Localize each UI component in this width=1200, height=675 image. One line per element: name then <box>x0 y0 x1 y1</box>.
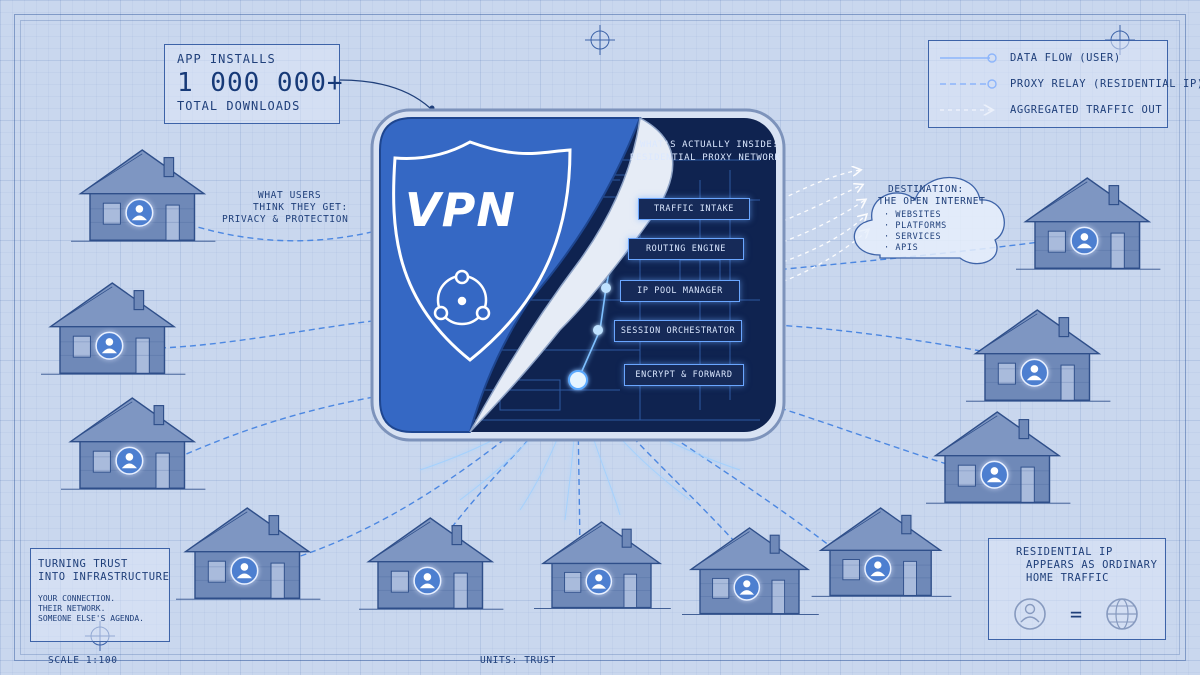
outbound-traffic <box>759 170 868 291</box>
destination-subtitle: THE OPEN INTERNET <box>878 196 986 207</box>
installs-value: 1 000 000+ <box>177 68 344 98</box>
outer-frame <box>14 14 1186 661</box>
residential-line3: HOME TRAFFIC <box>1026 572 1110 584</box>
stage-encrypt-forward: ENCRYPT & FORWARD <box>624 364 744 386</box>
residential-line2: APPEARS AS ORDINARY <box>1026 559 1158 571</box>
cloud-icon <box>853 177 1005 265</box>
destination-item-websites: · WEBSITES <box>884 210 942 220</box>
shield-icon <box>392 140 572 362</box>
inside-title-line1: WHAT'S ACTUALLY INSIDE: <box>640 140 779 150</box>
residential-box <box>988 538 1166 640</box>
installs-label: APP INSTALLS <box>177 52 276 66</box>
house-right-3 <box>926 412 1070 503</box>
inner-frame <box>20 20 1180 655</box>
house-bottom-1 <box>176 508 320 599</box>
house-left-2 <box>41 283 185 374</box>
installs-box <box>164 44 340 124</box>
trust-line3: SOMEONE ELSE'S AGENDA. <box>38 614 144 623</box>
equals-sign: = <box>1070 602 1083 626</box>
stage-ip-pool-manager: IP POOL MANAGER <box>620 280 740 302</box>
users-think-line1: WHAT USERS <box>258 190 322 201</box>
residential-line1: RESIDENTIAL IP <box>1016 546 1113 558</box>
trust-line1: YOUR CONNECTION. <box>38 594 116 603</box>
trust-line2: THEIR NETWORK. <box>38 604 106 613</box>
trust-title-line1: TURNING TRUST <box>38 558 128 570</box>
destination-item-services: · SERVICES <box>884 232 942 242</box>
house-bottom-5 <box>812 508 952 596</box>
stage-routing-engine: ROUTING ENGINE <box>628 238 744 260</box>
house-right-1 <box>1016 178 1160 269</box>
users-think-line3: PRIVACY & PROTECTION <box>222 214 349 225</box>
stage-traffic-intake: TRAFFIC INTAKE <box>638 198 750 220</box>
legend-aggregated: AGGREGATED TRAFFIC OUT <box>1010 104 1163 116</box>
house-left-3 <box>61 398 205 489</box>
vpn-cover <box>379 117 642 433</box>
installs-sub: TOTAL DOWNLOADS <box>177 99 301 113</box>
house-bottom-2 <box>359 518 503 609</box>
house-left-1 <box>71 150 215 241</box>
house-bottom-3 <box>534 522 671 608</box>
trust-box <box>30 548 170 642</box>
house-bottom-4 <box>682 528 819 614</box>
hub-node <box>568 370 588 390</box>
destination-item-platforms: · PLATFORMS <box>884 221 947 231</box>
stage-session-orchestrator: SESSION ORCHESTRATOR <box>614 320 742 342</box>
legend-data-flow: DATA FLOW (USER) <box>1010 52 1121 64</box>
vpn-label: VPN <box>405 183 516 237</box>
app-tile <box>370 108 786 442</box>
legend-proxy-relay: PROXY RELAY (RESIDENTIAL IP) <box>1010 78 1200 90</box>
footer-scale: SCALE 1:100 <box>48 655 118 666</box>
destination-item-apis: · APIS <box>884 243 919 253</box>
network-nodes-icon <box>433 269 491 326</box>
users-think-line2: THINK THEY GET: <box>253 202 348 213</box>
footer-units: UNITS: TRUST <box>480 655 556 666</box>
destination-title: DESTINATION: <box>888 184 964 195</box>
inside-title-line2: RESIDENTIAL PROXY NETWORK <box>630 153 781 163</box>
legend-box <box>928 40 1168 128</box>
house-right-2 <box>966 310 1110 401</box>
trust-title-line2: INTO INFRASTRUCTURE <box>38 571 170 583</box>
